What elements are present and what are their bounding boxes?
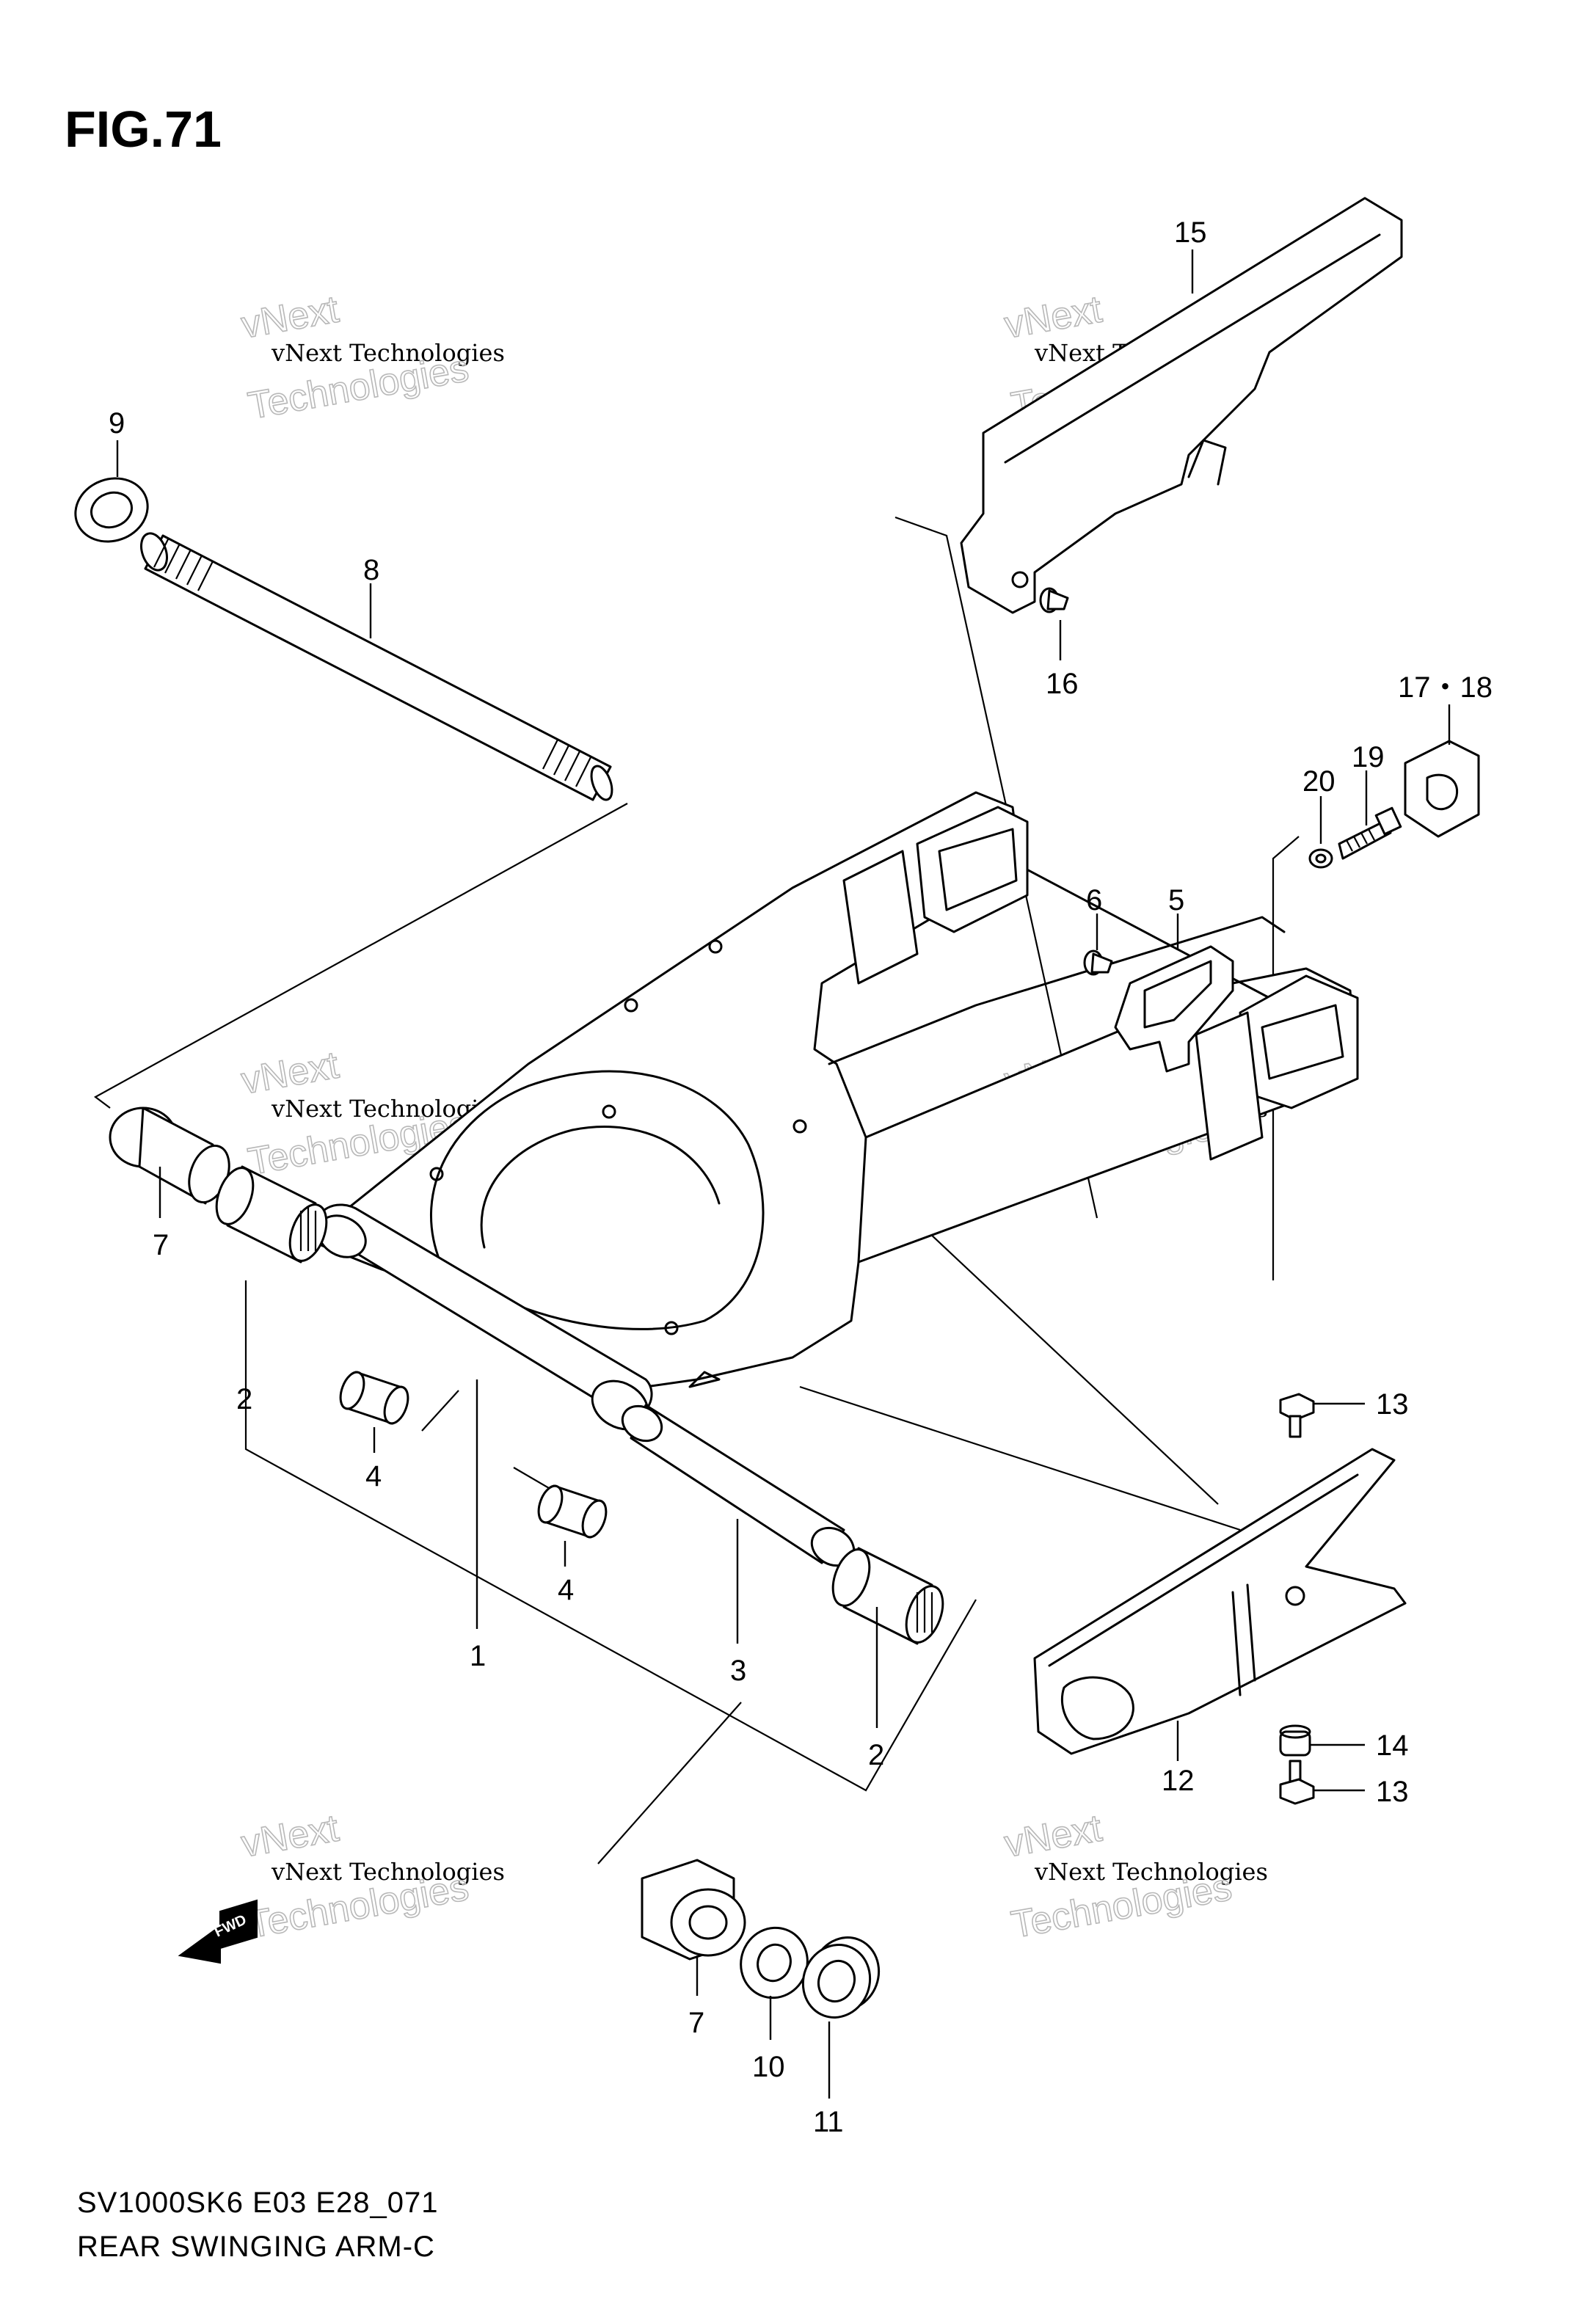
part-7-spacer-top	[109, 1107, 230, 1218]
callout-6: 6	[1086, 884, 1102, 916]
watermark-bottom-left: vNext vNext Technologies Technologies	[238, 1807, 505, 1947]
part-11-seal	[801, 1936, 881, 2099]
part-5-guide-plate	[1114, 914, 1234, 1073]
watermark-outline-top: vNext	[1002, 1807, 1106, 1865]
callout-10: 10	[752, 2051, 785, 2083]
assembly-guides	[93, 516, 1300, 1864]
callout-12: 12	[1162, 1765, 1195, 1797]
part-19-bolt	[1338, 770, 1402, 860]
callout-labels: 9 8 15 16 17・18 19 20 6 5 7 2 4 4 1 3 2 …	[109, 216, 1493, 2138]
callout-14: 14	[1376, 1729, 1409, 1762]
callout-15: 15	[1174, 216, 1207, 249]
watermark-text: vNext Technologies	[271, 1858, 505, 1886]
callout-19: 19	[1352, 741, 1385, 773]
part-20-washer	[1308, 796, 1333, 869]
callout-4-left: 4	[365, 1460, 382, 1492]
part-12-chain-guide	[1033, 1448, 1407, 1761]
footer-model-code: SV1000SK6 E03 E28_071	[77, 2187, 439, 2219]
part-10-washer	[740, 1926, 809, 2040]
part-14-collar	[1279, 1724, 1365, 1757]
callout-1: 1	[470, 1640, 486, 1672]
part-3-collar	[621, 1404, 856, 1644]
part-15-chain-case	[960, 197, 1403, 614]
callout-9: 9	[109, 407, 125, 440]
callout-7-top: 7	[153, 1229, 169, 1261]
part-1-swingarm	[307, 791, 1359, 1629]
watermark-outline-top: vNext	[238, 1807, 343, 1865]
watermark-text: vNext Technologies	[271, 339, 505, 367]
callout-13-bottom: 13	[1376, 1776, 1409, 1808]
watermark-outline-top: vNext	[1002, 288, 1106, 346]
callout-8: 8	[363, 554, 379, 586]
part-9-seal	[74, 440, 149, 543]
figure-title: FIG.71	[65, 101, 222, 158]
callout-17-18: 17・18	[1398, 671, 1493, 704]
callout-2-top: 2	[236, 1383, 252, 1415]
callout-5: 5	[1168, 884, 1184, 916]
footer-diagram-name: REAR SWINGING ARM-C	[77, 2231, 435, 2263]
part-6-screw	[1083, 914, 1113, 976]
part-7-spacer-bottom	[641, 1859, 746, 1996]
part-4-needle-bearing-left	[339, 1371, 459, 1453]
part-8-pivot-shaft	[140, 532, 613, 801]
part-13-bolt-bottom	[1279, 1760, 1365, 1805]
watermark-bottom-right: vNext vNext Technologies Technologies	[1001, 1807, 1268, 1947]
callout-7-bottom: 7	[688, 2007, 704, 2039]
part-4-needle-bearing-right	[537, 1484, 608, 1567]
callout-3: 3	[730, 1655, 746, 1687]
part-2-bearing-bottom	[831, 1547, 944, 1728]
part-17-18-adjuster	[1404, 704, 1480, 838]
watermark-top-left: vNext vNext Technologies Technologies	[238, 288, 505, 429]
watermark-outline-top: vNext	[238, 288, 343, 346]
part-2-bearing-top	[215, 1165, 328, 1264]
callout-4-right: 4	[558, 1574, 574, 1606]
watermark-text: vNext Technologies	[1034, 1858, 1268, 1886]
part-13-bolt-top	[1279, 1393, 1365, 1438]
callout-20: 20	[1302, 765, 1336, 798]
callout-11: 11	[813, 2106, 844, 2138]
watermark-outline-top: vNext	[238, 1043, 343, 1102]
part-16-screw	[1039, 587, 1069, 660]
callout-2-bottom: 2	[868, 1739, 884, 1771]
callout-16: 16	[1046, 668, 1079, 700]
callout-13-top: 13	[1376, 1388, 1409, 1421]
fwd-arrow-icon: FWD	[178, 1899, 258, 1964]
